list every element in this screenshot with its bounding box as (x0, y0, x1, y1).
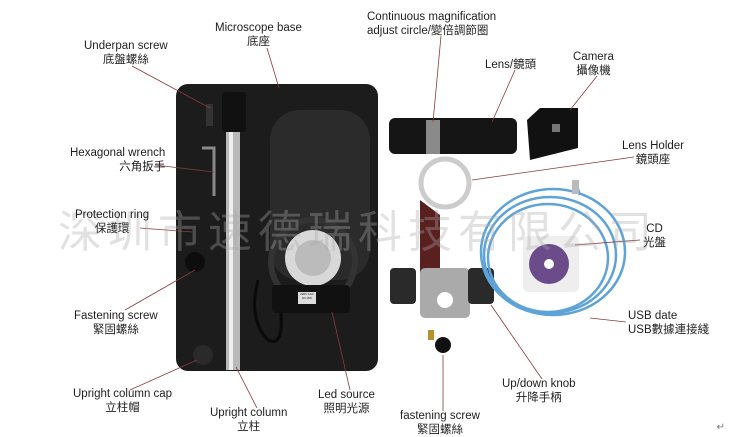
fastening-screw-knob (185, 252, 205, 272)
paragraph-mark: ↵ (716, 422, 725, 433)
label-lens: Lens/鏡頭 (485, 59, 537, 71)
fastening-screw-bottom (435, 337, 451, 353)
lens-holder-ring (418, 156, 472, 210)
camera (527, 108, 578, 160)
hex-wrench (202, 146, 216, 196)
led-box-label: 220V 1AC DC 8W (300, 292, 314, 300)
leader-lines (124, 35, 641, 411)
column-top (222, 92, 246, 132)
watermark: 深圳市速德瑞科技有限公司 (58, 207, 658, 258)
usb-cable (479, 179, 627, 317)
lens (389, 118, 517, 154)
underpan-screw (206, 104, 213, 126)
updown-knob-left (390, 268, 416, 304)
column-cap (193, 345, 213, 365)
